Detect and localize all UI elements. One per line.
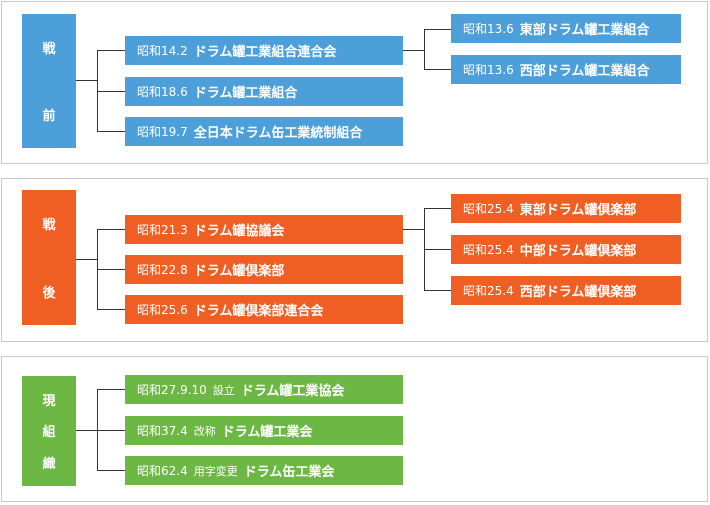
org-box: 昭和13.6 西部ドラム罐工業組合 — [451, 55, 681, 84]
org-year: 昭和13.6 — [463, 22, 514, 36]
connector-line — [424, 29, 425, 70]
org-name: ドラム罐工業協会 — [240, 384, 345, 399]
connector-line — [424, 249, 451, 250]
org-box: 昭和21.3 ドラム罐協議会 — [125, 215, 403, 244]
era-char: 戦 — [42, 42, 56, 57]
org-box: 昭和27.9.10 設立 ドラム罐工業協会 — [125, 375, 403, 404]
org-box: 昭和14.2 ドラム罐工業組合連合会 — [125, 36, 403, 65]
era-char: 戦 — [42, 218, 56, 234]
org-box: 昭和25.6 ドラム罐倶楽部連合会 — [125, 295, 403, 324]
connector-line — [97, 309, 125, 310]
org-name: ドラム罐工業組合連合会 — [193, 45, 337, 60]
connector-line — [97, 430, 125, 431]
org-year: 昭和19.7 — [137, 125, 188, 139]
connector-line — [97, 389, 125, 390]
connector-line — [403, 229, 425, 230]
org-name: 東部ドラム罐倶楽部 — [519, 203, 637, 218]
era-char: 前 — [42, 109, 56, 124]
postwar-era-label: 戦 後 — [22, 190, 76, 325]
org-name: ドラム罐倶楽部 — [193, 264, 285, 279]
current-era-label: 現 組 織 — [22, 376, 76, 486]
org-name: 西部ドラム罐工業組合 — [519, 64, 650, 79]
connector-line — [97, 131, 125, 132]
org-box: 昭和25.4 中部ドラム罐倶楽部 — [451, 235, 681, 264]
org-name: ドラム罐協議会 — [193, 224, 285, 239]
org-box: 昭和25.4 東部ドラム罐倶楽部 — [451, 194, 681, 223]
connector-line — [76, 430, 98, 431]
org-box: 昭和22.8 ドラム罐倶楽部 — [125, 255, 403, 284]
org-name: 西部ドラム罐倶楽部 — [519, 285, 637, 300]
connector-line — [97, 470, 125, 471]
org-box: 昭和37.4 改称 ドラム罐工業会 — [125, 416, 403, 445]
connector-line — [97, 50, 98, 131]
org-year: 昭和25.6 — [137, 303, 188, 317]
era-char: 現 — [42, 394, 56, 410]
connector-line — [76, 259, 98, 260]
connector-line — [424, 208, 451, 209]
connector-line — [424, 29, 451, 30]
org-name: ドラム缶工業会 — [243, 465, 335, 480]
org-note: 改称 — [193, 424, 216, 438]
org-name: 全日本ドラム缶工業統制組合 — [193, 126, 363, 141]
org-year: 昭和25.4 — [463, 284, 514, 298]
org-note: 用字変更 — [193, 464, 238, 478]
connector-line — [97, 91, 125, 92]
era-char: 織 — [42, 456, 56, 472]
org-box: 昭和19.7 全日本ドラム缶工業統制組合 — [125, 117, 403, 146]
org-box: 昭和25.4 西部ドラム罐倶楽部 — [451, 276, 681, 305]
org-note: 設立 — [212, 383, 235, 397]
connector-line — [403, 50, 425, 51]
org-year: 昭和27.9.10 — [137, 383, 207, 397]
org-year: 昭和37.4 — [137, 424, 188, 438]
org-year: 昭和13.6 — [463, 63, 514, 77]
org-year: 昭和25.4 — [463, 202, 514, 216]
org-year: 昭和62.4 — [137, 464, 188, 478]
connector-line — [97, 269, 125, 270]
org-year: 昭和21.3 — [137, 223, 188, 237]
org-name: ドラム罐工業組合 — [193, 86, 298, 101]
org-year: 昭和14.2 — [137, 44, 188, 58]
prewar-era-label: 戦 前 — [22, 14, 76, 148]
connector-line — [424, 290, 451, 291]
connector-line — [97, 229, 125, 230]
connector-line — [76, 80, 98, 81]
org-name: 中部ドラム罐倶楽部 — [519, 244, 637, 259]
org-year: 昭和18.6 — [137, 85, 188, 99]
org-box: 昭和62.4 用字変更 ドラム缶工業会 — [125, 456, 403, 485]
era-char: 組 — [42, 425, 56, 441]
org-year: 昭和25.4 — [463, 243, 514, 257]
connector-line — [424, 69, 451, 70]
era-char: 後 — [42, 285, 56, 301]
org-name: ドラム罐倶楽部連合会 — [193, 304, 324, 319]
org-name: 東部ドラム罐工業組合 — [519, 23, 650, 38]
connector-line — [97, 50, 125, 51]
org-box: 昭和18.6 ドラム罐工業組合 — [125, 77, 403, 106]
org-year: 昭和22.8 — [137, 263, 188, 277]
org-box: 昭和13.6 東部ドラム罐工業組合 — [451, 14, 681, 43]
org-name: ドラム罐工業会 — [221, 425, 313, 440]
